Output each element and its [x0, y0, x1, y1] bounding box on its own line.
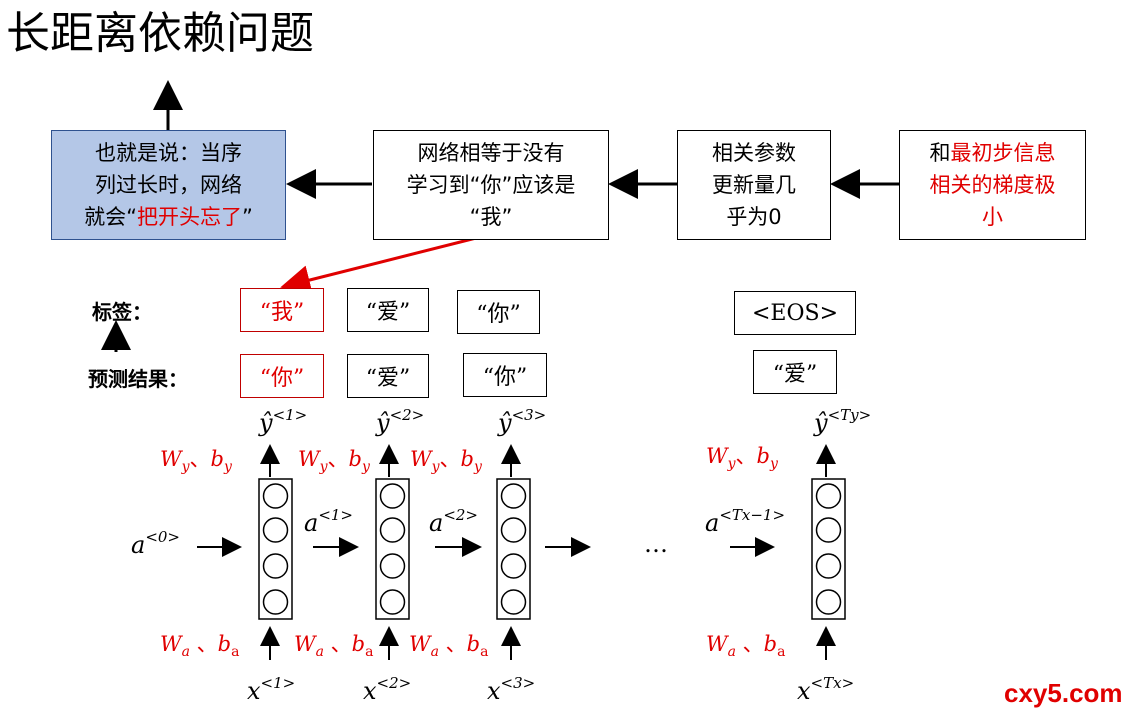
- rnn-cell-3: [496, 478, 531, 620]
- b2-line-1: 网络相等于没有: [417, 141, 565, 165]
- b3-line-1: 相关参数: [712, 141, 796, 165]
- ellipsis: …: [644, 530, 668, 558]
- rnn-cell-2: [375, 478, 410, 620]
- input-x-tx: x<Tx>: [797, 674, 855, 705]
- param-wa-ba-last: Wa 、ba: [706, 632, 786, 660]
- pred-token-3: “你”: [463, 353, 547, 397]
- y-hat-3: ŷ<3>: [498, 406, 547, 437]
- b4-line-3: 小: [982, 205, 1003, 229]
- input-x2: x<2>: [363, 674, 412, 705]
- b2-line-3: “我”: [469, 205, 513, 229]
- y-hat-1: ŷ<1>: [259, 406, 308, 437]
- b3-line-3: 乎为0: [726, 205, 782, 229]
- param-update-box: 相关参数 更新量几 乎为0: [677, 130, 831, 240]
- summary-box: 也就是说：当序 列过长时，网络 就会“把开头忘了”: [51, 130, 286, 240]
- summary-line-2: 列过长时，网络: [95, 173, 242, 197]
- summary-line-1: 也就是说：当序: [95, 141, 242, 165]
- rnn-cell-last: [811, 478, 846, 620]
- input-x1: x<1>: [247, 674, 296, 705]
- red-pointer-arrow: [280, 232, 493, 295]
- param-wy-by-last: Wy、by: [706, 444, 778, 472]
- param-wy-by-1: Wy、by: [160, 447, 232, 475]
- y-hat-last: ŷ<Ty>: [814, 406, 872, 437]
- tag-token-3: “你”: [457, 290, 540, 334]
- network-not-learned-box: 网络相等于没有 学习到“你”应该是 “我”: [373, 130, 609, 240]
- forget-beginning-text: 把开头忘了: [137, 205, 242, 229]
- tag-token-eos: <EOS>: [734, 291, 856, 335]
- activation-a0: a<0>: [131, 528, 180, 559]
- watermark: cxy5.com: [1004, 678, 1123, 708]
- input-x3: x<3>: [487, 674, 536, 705]
- param-wy-by-2: Wy、by: [298, 447, 370, 475]
- tag-token-2: “爱”: [347, 288, 429, 332]
- b3-line-2: 更新量几: [712, 173, 796, 197]
- param-wy-by-3: Wy、by: [410, 447, 482, 475]
- y-hat-2: ŷ<2>: [376, 406, 425, 437]
- b2-line-2: 学习到“你”应该是: [406, 173, 576, 197]
- activation-a1: a<1>: [304, 506, 353, 537]
- b4-line-1: 和最初步信息: [929, 141, 1056, 165]
- param-wa-ba-3: Wa 、ba: [409, 632, 489, 660]
- param-wa-ba-1: Wa 、ba: [160, 632, 240, 660]
- activation-a2: a<2>: [429, 506, 478, 537]
- pred-token-2: “爱”: [347, 354, 429, 398]
- summary-line-3: 就会“把开头忘了”: [84, 205, 253, 229]
- rnn-cell-1: [258, 478, 293, 620]
- prediction-label: 预测结果：: [88, 367, 188, 391]
- pred-token-1: “你”: [240, 354, 324, 398]
- b4-line-2: 相关的梯度极: [929, 173, 1056, 197]
- tag-label: 标签：: [92, 300, 152, 324]
- param-wa-ba-2: Wa 、ba: [294, 632, 374, 660]
- tag-token-1: “我”: [240, 288, 324, 332]
- pred-token-4: “爱”: [753, 350, 837, 394]
- activation-a-tx-1: a<Tx−1>: [705, 506, 786, 537]
- gradient-box: 和最初步信息 相关的梯度极 小: [899, 130, 1086, 240]
- page-title: 长距离依赖问题: [6, 8, 314, 59]
